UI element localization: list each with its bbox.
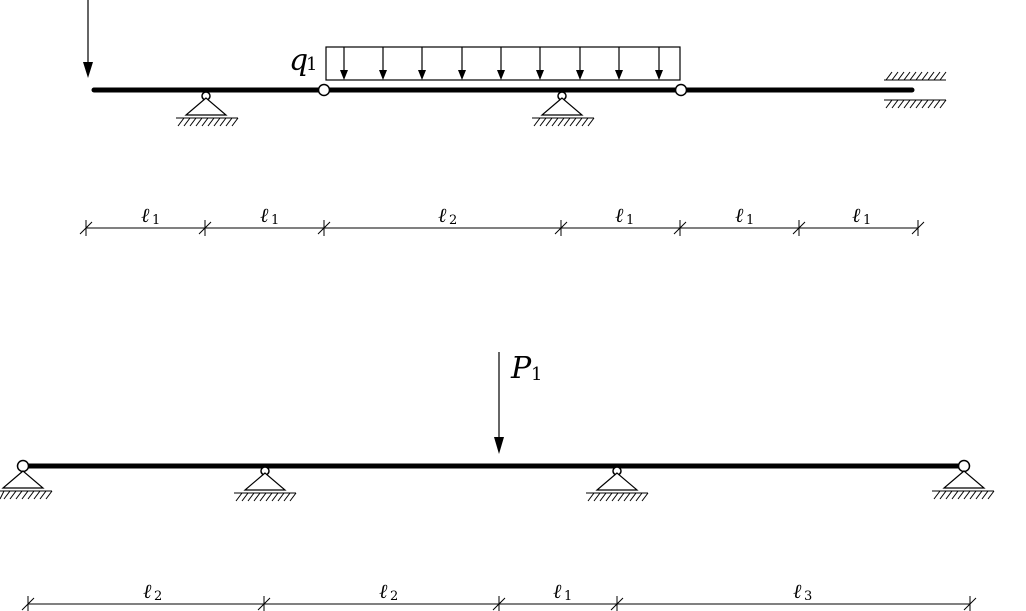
distributed-load-label: q1: [289, 43, 317, 78]
bottom-pin-support-right: [932, 459, 995, 500]
top-point-load-arrow: [83, 0, 93, 78]
bottom-pin-support-3: [586, 466, 649, 502]
point-load-label: P1: [510, 351, 542, 386]
bottom-beam-system: P1: [0, 351, 995, 611]
bottom-point-load: P1: [494, 351, 542, 454]
bottom-pin-support-left: [0, 459, 53, 500]
top-hinge-left: [317, 83, 331, 97]
top-pin-support-1: [176, 91, 239, 127]
top-sliding-clamp-support: [884, 71, 947, 109]
top-beam-system: q1 ℓ1 ℓ1 ℓ2 ℓ1 ℓ1 ℓ1: [79, 0, 947, 236]
distributed-load-arrows: [340, 47, 663, 80]
top-hinge-right: [674, 83, 688, 97]
bottom-pin-support-2: [234, 466, 297, 502]
top-pin-support-2: [532, 91, 595, 127]
top-distributed-load: q1: [289, 43, 681, 81]
